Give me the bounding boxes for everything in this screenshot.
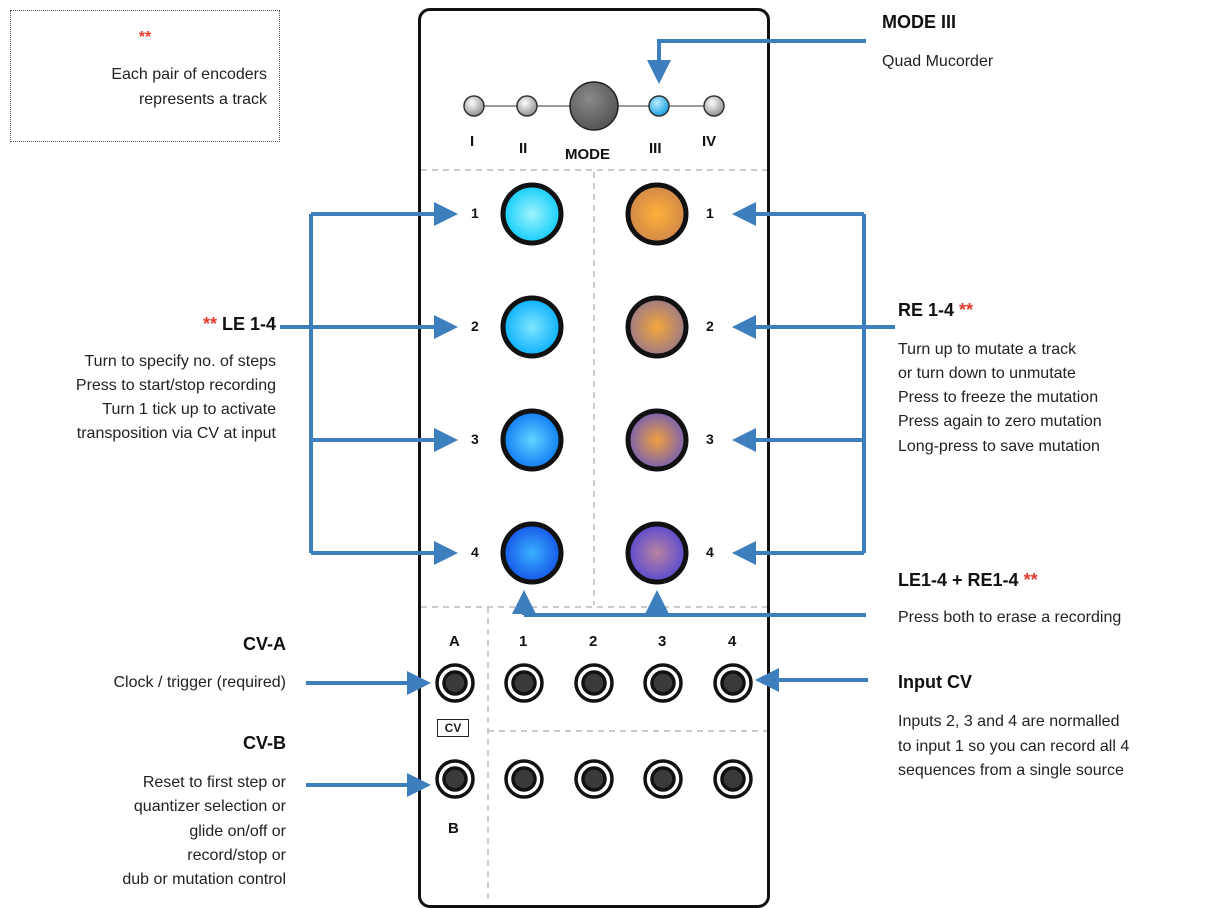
cva-title: CV-A: [242, 634, 286, 654]
left-encoder-3: [500, 408, 564, 472]
track-pair-note: ** Each pair of encoders represents a tr…: [10, 10, 280, 142]
cvb-line-2: quantizer selection or: [133, 798, 286, 815]
cvb-line-5: dub or mutation control: [122, 871, 286, 888]
mode-label-mode: MODE: [565, 146, 610, 163]
re-line-1: Turn up to mutate a track: [898, 341, 1077, 358]
jack-input-2: [574, 663, 614, 703]
re-line-3: Press to freeze the mutation: [898, 389, 1099, 406]
mode-led-3: [648, 95, 670, 117]
jack-label-1: 1: [519, 633, 528, 650]
le-title: LE 1-4: [221, 314, 276, 334]
cvb-title: CV-B: [242, 733, 286, 753]
panel-dividers: [421, 169, 767, 900]
left-encoder-4: [500, 521, 564, 585]
left-encoder-number-2: 2: [471, 318, 479, 334]
mode-title: MODE III: [882, 12, 957, 32]
left-encoder-number-3: 3: [471, 431, 479, 447]
mode-label-3: III: [649, 140, 662, 157]
inputcv-line-1: Inputs 2, 3 and 4 are normalled: [898, 713, 1120, 730]
re-line-2: or turn down to unmutate: [898, 365, 1076, 382]
jack-label-2: 2: [589, 633, 598, 650]
re-line-4: Press again to zero mutation: [898, 413, 1102, 430]
left-encoder-number-1: 1: [471, 205, 479, 221]
both-title: LE1-4 + RE1-4: [898, 570, 1019, 590]
mode-label-4: IV: [702, 133, 717, 150]
both-desc: Press both to erase a recording: [898, 609, 1122, 626]
jack-out-4: [713, 759, 753, 799]
jacks: [435, 663, 753, 799]
inputcv-title: Input CV: [898, 672, 972, 692]
mode-led-2: [516, 95, 538, 117]
mode-selector: [463, 81, 725, 131]
jack-out-2: [574, 759, 614, 799]
note-line-2: represents a track: [138, 91, 267, 108]
left-encoder-2: [500, 295, 564, 359]
jack-out-3: [643, 759, 683, 799]
right-encoder-number-3: 3: [706, 431, 714, 447]
re-stars: **: [959, 300, 974, 320]
left-encoder-1: [500, 182, 564, 246]
le-heading: ** LE 1-4: [203, 314, 276, 335]
jack-b: [435, 759, 475, 799]
right-encoder-number-2: 2: [706, 318, 714, 334]
right-encoder-4: [625, 521, 689, 585]
both-stars: **: [1023, 570, 1038, 590]
jack-input-1: [504, 663, 544, 703]
mode-label-1: I: [470, 133, 475, 150]
jack-out-1: [504, 759, 544, 799]
right-encoders: [625, 182, 689, 585]
inputcv-line-3: sequences from a single source: [898, 762, 1124, 779]
cvb-line-3: glide on/off or: [189, 823, 286, 840]
re-title: RE 1-4: [898, 300, 955, 320]
cv-label-box: CV: [437, 719, 469, 737]
jack-a: [435, 663, 475, 703]
right-encoder-1: [625, 182, 689, 246]
mode-subtitle: Quad Mucorder: [882, 53, 994, 70]
le-stars: **: [202, 314, 217, 334]
cva-desc: Clock / trigger (required): [113, 674, 287, 691]
jack-label-a: A: [449, 633, 460, 650]
le-line-4: transposition via CV at input: [76, 425, 276, 442]
right-encoder-number-1: 1: [706, 205, 714, 221]
jack-label-b: B: [448, 820, 459, 837]
mode-button: [569, 81, 619, 131]
le-line-1: Turn to specify no. of steps: [84, 353, 277, 370]
le-line-2: Press to start/stop recording: [75, 377, 276, 394]
callout-arrows: [280, 39, 895, 797]
note-line-1: Each pair of encoders: [111, 66, 267, 83]
mode-led-1: [463, 95, 485, 117]
right-encoder-3: [625, 408, 689, 472]
inputcv-line-2: to input 1 so you can record all 4: [898, 738, 1130, 755]
jack-input-4: [713, 663, 753, 703]
cvb-line-1: Reset to first step or: [142, 774, 286, 791]
note-stars: **: [138, 29, 152, 46]
re-line-5: Long-press to save mutation: [898, 438, 1100, 455]
re-heading: RE 1-4 **: [898, 300, 973, 321]
mode-led-4: [703, 95, 725, 117]
mode-label-2: II: [519, 140, 528, 157]
jack-input-3: [643, 663, 683, 703]
right-encoder-2: [625, 295, 689, 359]
le-line-3: Turn 1 tick up to activate: [102, 401, 276, 418]
mode-arrow: [647, 39, 866, 84]
left-encoder-number-4: 4: [471, 544, 479, 560]
jack-label-3: 3: [658, 633, 667, 650]
both-heading: LE1-4 + RE1-4 **: [898, 570, 1038, 591]
right-encoder-number-4: 4: [706, 544, 714, 560]
jack-label-4: 4: [728, 633, 737, 650]
cvb-line-4: record/stop or: [187, 847, 286, 864]
left-encoders: [500, 182, 564, 585]
